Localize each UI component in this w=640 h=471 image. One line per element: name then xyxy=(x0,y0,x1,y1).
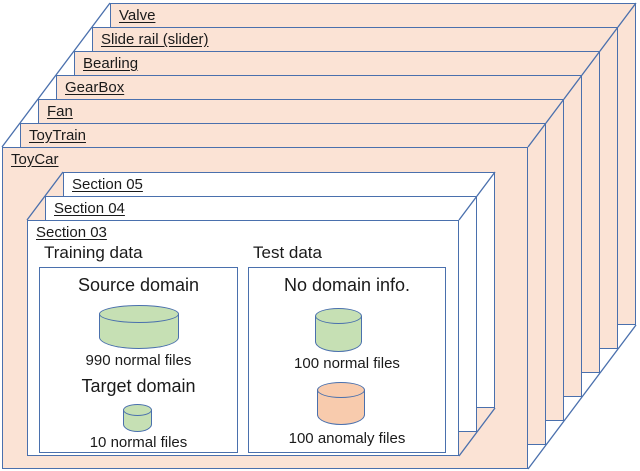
section-label-03: Section 03 xyxy=(36,224,107,241)
layer-label-valve: Valve xyxy=(119,7,156,24)
layer-label-gearbox: GearBox xyxy=(65,79,125,96)
layer-label-fan: Fan xyxy=(47,103,73,120)
target-domain-heading: Target domain xyxy=(81,376,196,396)
test-normal-db-icon xyxy=(315,308,362,352)
layer-label-toycar: ToyCar xyxy=(11,151,59,168)
section-card-03: Section 03 Training data Test data Sourc… xyxy=(27,220,459,456)
target-domain-caption: 10 normal files xyxy=(89,434,188,451)
cylinder-top xyxy=(317,382,365,398)
layer-label-slide-rail: Slide rail (slider) xyxy=(101,31,209,48)
test-normal-caption: 100 normal files xyxy=(294,355,400,372)
cylinder-top xyxy=(123,404,152,416)
source-domain-heading: Source domain xyxy=(77,275,200,295)
test-anomaly-caption: 100 anomaly files xyxy=(288,430,406,447)
cylinder-top xyxy=(99,305,179,323)
training-data-box: Source domain 990 normal files Target do… xyxy=(39,267,238,453)
training-data-title: Training data xyxy=(44,243,143,262)
source-domain-db-icon xyxy=(99,305,179,349)
layer-label-toytrain: ToyTrain xyxy=(29,127,86,144)
source-domain-caption: 990 normal files xyxy=(85,352,192,369)
cylinder-body xyxy=(123,410,152,432)
test-data-box: No domain info. 100 normal files 100 ano… xyxy=(248,267,446,453)
layer-label-bearling: Bearling xyxy=(83,55,139,72)
test-data-title: Test data xyxy=(253,243,322,262)
test-anomaly-db-icon xyxy=(317,382,365,425)
section-label-05: Section 05 xyxy=(72,176,143,193)
section-label-04: Section 04 xyxy=(54,200,125,217)
cylinder-top xyxy=(315,308,362,324)
target-domain-db-icon xyxy=(123,404,152,432)
no-domain-info-heading: No domain info. xyxy=(283,275,411,295)
